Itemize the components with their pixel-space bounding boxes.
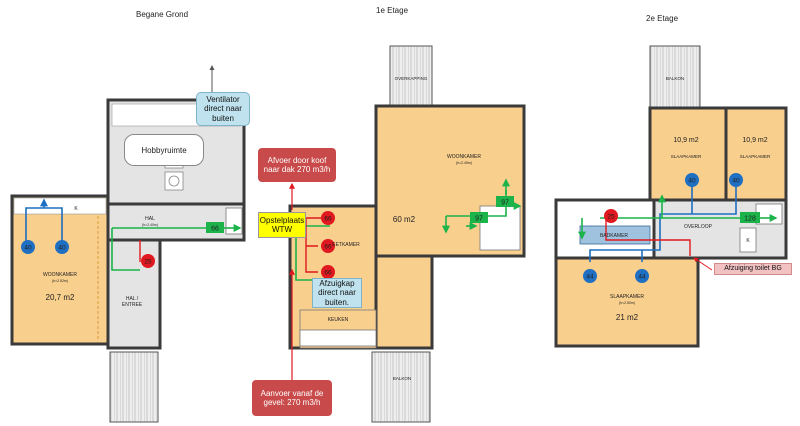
exhaust-point-first-3-text: 66 (324, 270, 332, 277)
woonkamer-ground-area: 20,7 m2 (46, 293, 75, 302)
callout-opstelplaats: Opstelplaats WTW (258, 212, 306, 238)
hobbyruimte-label-box: Hobbyruimte (124, 134, 204, 166)
badkamer-label: BADKAMER (600, 233, 628, 239)
supply-point-ground-2: 40 (55, 240, 69, 254)
exhaust-point-first-1-text: 66 (324, 216, 332, 223)
flow-tag-second: 128 (740, 212, 760, 223)
exhaust-point-ground: 25 (141, 254, 155, 268)
floor-title-ground: Begane Grond (136, 10, 189, 19)
slaapkamer-3-room (554, 256, 700, 348)
flow-tag-first-2-text: 97 (501, 200, 509, 207)
woonkamer-ground-room (10, 194, 110, 346)
slaapkamer-1-label: SLAAPKAMER (671, 154, 702, 159)
exhaust-point-first-3: 66 (321, 265, 335, 279)
overloop-label: OVERLOOP (684, 224, 713, 230)
overkapping-label: OVERKAPPING (395, 76, 428, 81)
callout-afzuiging-toilet: Afzuiging toilet BG (714, 263, 792, 275)
balkon-first-area (371, 351, 431, 423)
supply-point-ground-1-text: 40 (24, 245, 32, 252)
supply-point-second-2-text: 40 (732, 178, 740, 185)
supply-point-ground-2-text: 40 (58, 245, 66, 252)
supply-point-ground-1: 40 (21, 240, 35, 254)
afzuiging-pointer (693, 257, 713, 271)
flow-tag-first-1-text: 97 (475, 216, 483, 223)
second-exhaust-duct (605, 220, 691, 256)
woonkamer-ground-label: WOONKAMER (43, 272, 77, 278)
supply-point-second-4-text: 44 (638, 274, 646, 281)
first-exhaust-duct (305, 217, 326, 273)
balkon-second-area (649, 45, 701, 109)
second-supply-duct (589, 186, 737, 262)
hal-sub-label: (h=2.40m) (142, 223, 158, 227)
hobbyruimte-label: Hobbyruimte (141, 145, 187, 155)
slaapkamer-3-sub-label: (h=2.50m) (619, 301, 635, 305)
exhaust-point-ground-text: 25 (144, 259, 152, 266)
balkon-first-label: BALKON (393, 376, 411, 381)
supply-point-second-3-text: 44 (586, 274, 594, 281)
floor-title-second: 2e Etage (646, 14, 679, 23)
flow-tag-second-text: 128 (744, 216, 756, 223)
second-floor (554, 45, 788, 348)
woonkamer-ground-sub-label: (h=2.52m) (52, 279, 68, 283)
flow-tag-ground: 66 (206, 222, 224, 233)
slaapkamer-2-area: 10,9 m2 (742, 137, 767, 144)
keuken-label: KEUKEN (328, 317, 349, 323)
k-ground-label: K (74, 206, 78, 212)
slaapkamer-3-area: 21 m2 (616, 313, 639, 322)
ground-hatched-area (109, 351, 159, 423)
exhaust-point-first-2-text: 66 (324, 244, 332, 251)
woonkamer-first-area: 60 m2 (393, 215, 416, 224)
callout-aanvoer: Aanvoer vanaf de gevel: 270 m3/h (252, 380, 332, 416)
slaapkamer-1-area: 10,9 m2 (673, 137, 698, 144)
slaapkamer-2-label: SLAAPKAMER (740, 154, 771, 159)
supply-point-second-3: 44 (583, 269, 597, 283)
woonkamer-ground-top-strip (13, 197, 107, 215)
flow-tag-ground-text: 66 (211, 226, 219, 233)
woonkamer-first-sub-label: (h=2.49m) (456, 161, 472, 165)
overkapping-area (389, 45, 433, 107)
callout-afzuigkap: Afzuigkap direct naar buiten. (312, 278, 362, 308)
supply-point-second-4: 44 (635, 269, 649, 283)
hal-label: HAL (145, 216, 155, 222)
supply-point-second-1-text: 40 (688, 178, 696, 185)
k-second-box (739, 227, 757, 253)
supply-point-second-1: 40 (685, 173, 699, 187)
floor-title-first: 1e Etage (376, 6, 409, 15)
callout-ventilator: Ventilator direct naar buiten (196, 92, 250, 126)
exhaust-point-second: 25 (604, 209, 618, 223)
keuken-counter (299, 329, 377, 347)
first-floor (288, 45, 526, 423)
hal-stair (225, 207, 243, 235)
eetkamer-label: EETKAMER (332, 242, 360, 248)
flow-tag-first-2: 97 (496, 196, 514, 207)
slaapkamer-3-label: SLAAPKAMER (610, 294, 644, 300)
exhaust-point-first-2: 66 (321, 239, 335, 253)
woonkamer-first-label: WOONKAMER (447, 154, 481, 160)
appliance-2-drum (168, 175, 180, 187)
supply-point-second-2: 40 (729, 173, 743, 187)
hal-entree-label-text: HAL / ENTREE (121, 296, 143, 308)
exhaust-point-second-text: 25 (607, 214, 615, 221)
flow-tag-first-1: 97 (470, 212, 488, 223)
balkon-second-label: BALKON (666, 76, 684, 81)
k-second-label: K (746, 238, 750, 244)
callout-afvoer: Afvoer door koof naar dak 270 m3/h (258, 148, 336, 182)
exhaust-point-first-1: 66 (321, 211, 335, 225)
first-lower-room (374, 254, 434, 350)
appliance-2 (164, 171, 184, 191)
ground-flow-duct (111, 227, 206, 271)
